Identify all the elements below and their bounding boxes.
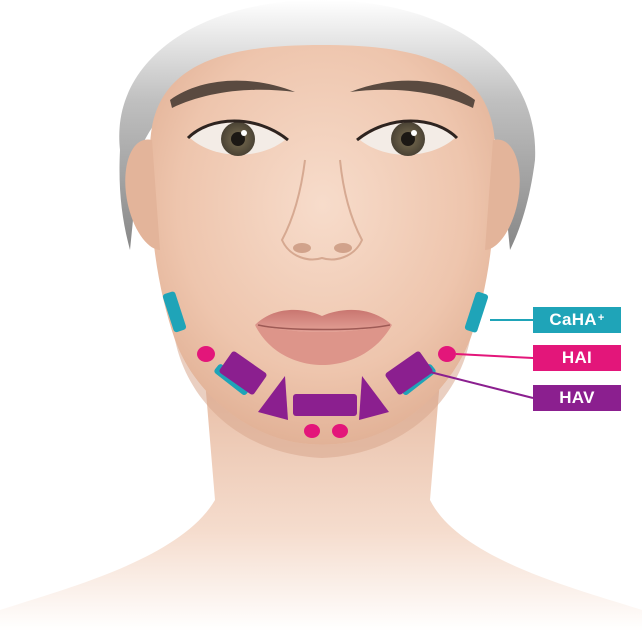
hai-legend-label: HAI (533, 345, 621, 371)
hai-mark-chin-left (304, 424, 320, 438)
hai-leader-line (456, 354, 533, 358)
hav-label-text: HAV (559, 388, 595, 408)
hai-mark-left (197, 346, 215, 362)
hai-mark-right (438, 346, 456, 362)
caha-legend-label: CaHA+ (533, 307, 621, 333)
face (150, 45, 496, 445)
caha-label-text: CaHA (549, 310, 597, 330)
hav-mark-chin (293, 394, 357, 416)
hai-mark-chin-right (332, 424, 348, 438)
hav-legend-label: HAV (533, 385, 621, 411)
hai-label-text: HAI (562, 348, 592, 368)
